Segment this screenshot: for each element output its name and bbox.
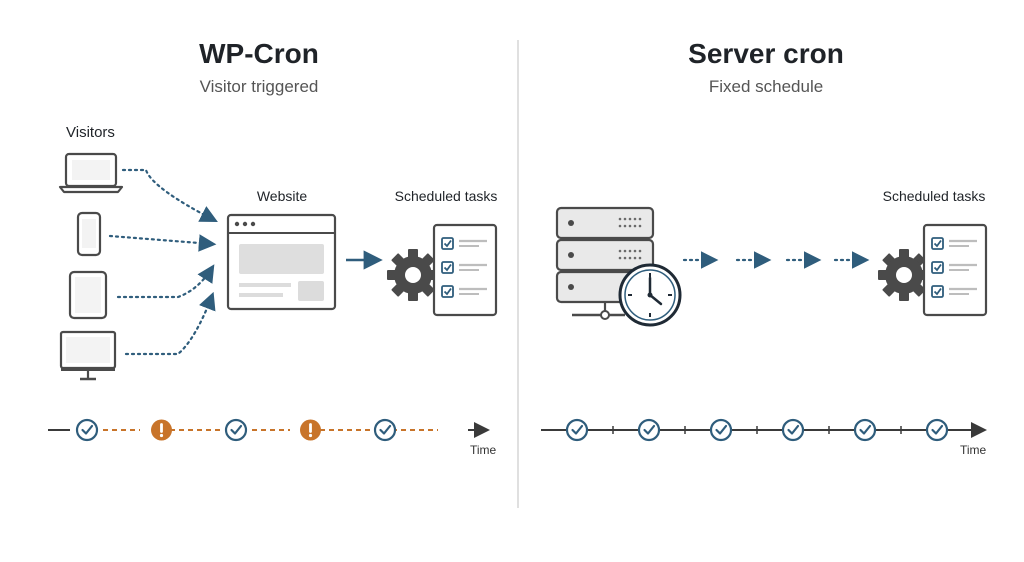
success-check-icon xyxy=(853,418,877,442)
website-window xyxy=(226,213,337,311)
success-check-icon xyxy=(373,418,397,442)
monitor-icon xyxy=(59,330,117,381)
success-check-icon xyxy=(781,418,805,442)
time-axis-label: Time xyxy=(960,443,987,457)
task-checklist-icon xyxy=(922,223,988,317)
missed-run-warning-icon xyxy=(151,419,172,441)
visitors-label: Visitors xyxy=(66,124,115,141)
clock-icon xyxy=(618,263,682,327)
scheduled-tasks-label: Scheduled tasks xyxy=(394,188,498,204)
success-check-icon xyxy=(75,418,99,442)
time-axis-label: Time xyxy=(470,443,497,457)
server-cron-subtitle: Fixed schedule xyxy=(708,77,824,96)
wp-cron-title: WP-Cron xyxy=(199,38,319,69)
scheduled-tasks-label: Scheduled tasks xyxy=(882,188,986,204)
server-cron-title: Server cron xyxy=(688,38,844,69)
wp-cron-subtitle: Visitor triggered xyxy=(199,77,319,96)
success-check-icon xyxy=(637,418,661,442)
success-check-icon xyxy=(709,418,733,442)
server-cron-events xyxy=(565,418,949,442)
laptop-icon xyxy=(58,152,124,194)
success-check-icon xyxy=(565,418,589,442)
visitor-request-paths xyxy=(108,168,218,356)
task-checklist-icon xyxy=(432,223,498,317)
gear-icon xyxy=(387,249,439,301)
missed-run-warning-icon xyxy=(300,419,321,441)
phone-icon xyxy=(76,211,102,257)
success-check-icon xyxy=(224,418,248,442)
tablet-icon xyxy=(68,270,108,320)
server-cron-timeline xyxy=(541,422,987,438)
success-check-icon xyxy=(925,418,949,442)
website-label: Website xyxy=(256,188,308,204)
wp-cron-events xyxy=(75,418,397,442)
gear-icon xyxy=(878,249,930,301)
